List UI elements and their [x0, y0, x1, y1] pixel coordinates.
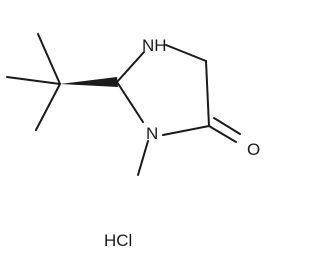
bond-carbonyl-a	[208, 125, 237, 143]
wedge-bond-stereocenter	[60, 77, 118, 87]
bond-tbutyl-upper-methyl	[37, 33, 61, 85]
bond-tbutyl-left-methyl	[6, 76, 61, 85]
atom-label-nh: NH	[142, 36, 167, 55]
bond-carbonyl-b	[213, 117, 241, 135]
atom-label-n-methyl: N	[146, 124, 158, 143]
bond-n-methyl	[137, 140, 149, 176]
salt-label: HCl	[104, 231, 132, 250]
bond-c4-n3	[162, 125, 210, 136]
bond-c5-c4	[205, 60, 210, 127]
bond-tbutyl-lower-methyl	[35, 83, 61, 131]
chemical-structure: NH N O HCl	[6, 33, 260, 250]
bond-n3-c2	[116, 81, 144, 123]
bond-nh-c5	[165, 44, 207, 62]
atom-label-oxygen: O	[247, 140, 260, 159]
bond-c2-nh	[116, 51, 145, 83]
